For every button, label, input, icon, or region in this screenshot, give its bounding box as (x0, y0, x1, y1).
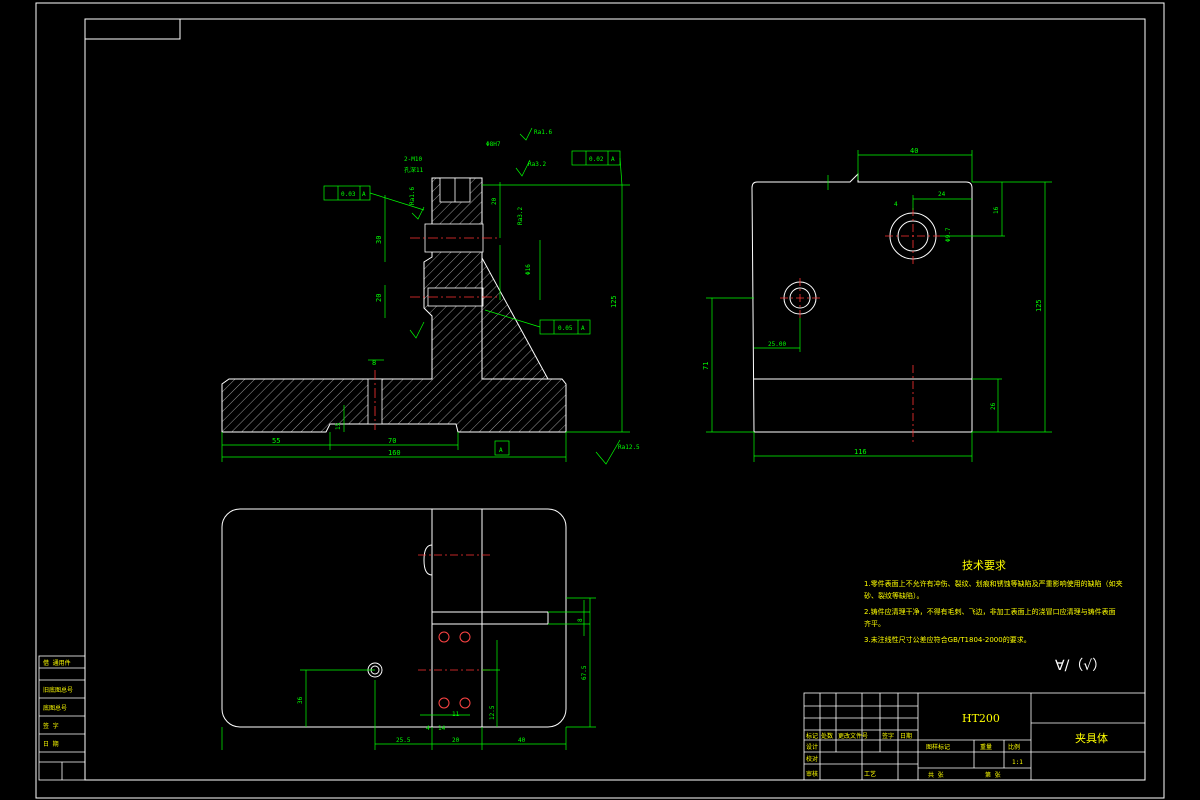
front-section-view: 55 70 160 125 30 20 8 15 20 2-M10 孔深11 Φ… (221, 127, 640, 465)
tech-line-1: 1.零件表面上不允许有冲伤、裂纹、划痕和锈蚀等缺陷及严重影响使用的缺陷（如夹 (864, 579, 1123, 588)
callout-2-m10: 2-M10 (404, 156, 422, 163)
tb-label-date: 日期 (900, 732, 912, 740)
tb-sheet-2: 第 张 (985, 771, 1001, 779)
tech-line-2: 砂、裂纹等缺陷）。 (864, 591, 924, 600)
top-dim-20: 20 (452, 737, 460, 744)
roughness-right: Ra3.2 (528, 161, 546, 168)
roughness-general-symbol: ∀/（√） (1055, 658, 1106, 674)
side-strip-label-3: 底图总号 (43, 704, 67, 712)
side-strip-label-5: 日 期 (43, 740, 59, 748)
callout-dia-top: Φ8H7 (486, 141, 501, 148)
dim-125: 125 (610, 295, 618, 308)
tb-row-process: 工艺 (864, 770, 876, 778)
gdt-perp-value: 0.02 (589, 156, 604, 163)
gdt-flatness-value: 0.03 (341, 191, 356, 198)
tb-row-check: 校对 (806, 755, 818, 763)
tech-line-4: 齐平。 (864, 619, 885, 628)
side-dim-26: 26 (990, 402, 997, 410)
top-dim-14: 14 (438, 725, 446, 732)
roughness-mid: Ra3.2 (517, 207, 524, 225)
gdt-perp-datum: A (611, 156, 615, 163)
top-dim-8: 8 (577, 618, 584, 622)
gdt-flatness-datum: A (362, 191, 366, 198)
side-dim-phi: Φ9.7 (945, 227, 952, 242)
tb-label-mark: 标记 (806, 732, 818, 740)
side-dim-24: 24 (938, 191, 946, 198)
tb-label-sign: 签字 (882, 732, 894, 740)
tb-scale-value: 1:1 (1012, 759, 1023, 766)
side-dim-25: 25.00 (768, 341, 786, 348)
side-dim-4: 4 (894, 201, 898, 208)
tb-scale: 比例 (1008, 743, 1020, 751)
tech-line-5: 3.未注线性尺寸公差应符合GB/T1804-2000的要求。 (864, 635, 1031, 644)
top-hole-4 (459, 697, 471, 709)
side-dim-125: 125 (1035, 299, 1043, 312)
roughness-base: Ra12.5 (618, 444, 640, 451)
top-hole-3 (438, 697, 450, 709)
tb-weight: 重量 (980, 743, 992, 751)
side-strip (38, 655, 86, 781)
tb-sheet: 共 张 (928, 771, 944, 779)
callout-dia-mid: Φ16 (525, 264, 532, 275)
side-dim-71: 71 (702, 362, 710, 370)
side-dim-16: 16 (993, 206, 1000, 214)
tech-title: 技术要求 (962, 559, 1006, 572)
datum-a-label: A (499, 447, 503, 454)
top-notch (423, 544, 433, 576)
tb-row-review: 审核 (806, 770, 818, 778)
top-dim-12: 12.5 (489, 705, 496, 720)
top-hole-2 (459, 631, 471, 643)
tech-line-3: 2.铸件应清理干净，不得有毛刺、飞边，非加工表面上的浇冒口应清理与铸件表面 (864, 607, 1116, 616)
side-hole-inner (789, 287, 811, 309)
top-dim-36: 36 (297, 696, 304, 704)
top-dim-40: 40 (518, 737, 526, 744)
tb-label-change: 更改文件号 (838, 732, 868, 740)
roughness-top: Ra1.6 (534, 129, 552, 136)
front-rib (481, 257, 549, 380)
dim-20-left: 20 (375, 294, 383, 302)
top-dim-67: 67.5 (581, 665, 588, 680)
dim-8: 8 (372, 359, 376, 367)
tb-label-count: 处数 (821, 732, 833, 740)
side-strip-label-2: 旧底图总号 (43, 686, 73, 694)
gdt-parallel-value: 0.05 (558, 325, 573, 332)
top-outline (221, 508, 567, 728)
tb-row-design: 设计 (806, 743, 818, 751)
side-strip-label-4: 签 字 (43, 722, 59, 730)
corner-box (84, 18, 181, 40)
dim-160: 160 (388, 449, 401, 457)
top-hole-1 (438, 631, 450, 643)
roughness-left: Ra1.6 (409, 187, 416, 205)
top-view: 8 67.5 12.5 36 25.5 20 40 14 4 11 (221, 508, 596, 750)
technical-requirements: 技术要求 1.零件表面上不允许有冲伤、裂纹、划痕和锈蚀等缺陷及严重影响使用的缺陷… (864, 559, 1123, 674)
title-block (803, 692, 1146, 781)
callout-depth: 孔深11 (404, 166, 424, 174)
tb-stage: 图样标记 (926, 743, 950, 751)
side-strip-label-1: 借 通用件 (43, 659, 71, 667)
title-material: HT200 (962, 712, 1000, 725)
top-dim-25: 25.5 (396, 737, 411, 744)
side-dim-116: 116 (854, 448, 867, 456)
dim-30: 30 (375, 236, 383, 244)
dim-70: 70 (388, 437, 396, 445)
front-body-hatch (221, 177, 567, 433)
dim-15: 15 (335, 422, 342, 430)
dim-20-right: 20 (491, 197, 498, 205)
side-outline (751, 172, 973, 433)
title-part-name: 夹具体 (1075, 731, 1108, 745)
gdt-parallel-datum: A (581, 325, 585, 332)
top-dim-4: 4 (426, 725, 430, 732)
dim-55: 55 (272, 437, 280, 445)
top-dim-11: 11 (452, 711, 460, 718)
sheet-inner-border (84, 18, 1146, 781)
sheet-outer-border (35, 2, 1165, 799)
side-dim-40: 40 (910, 147, 918, 155)
side-view: 40 24 4 16 Φ9.7 125 26 71 25.00 116 (702, 147, 1052, 462)
